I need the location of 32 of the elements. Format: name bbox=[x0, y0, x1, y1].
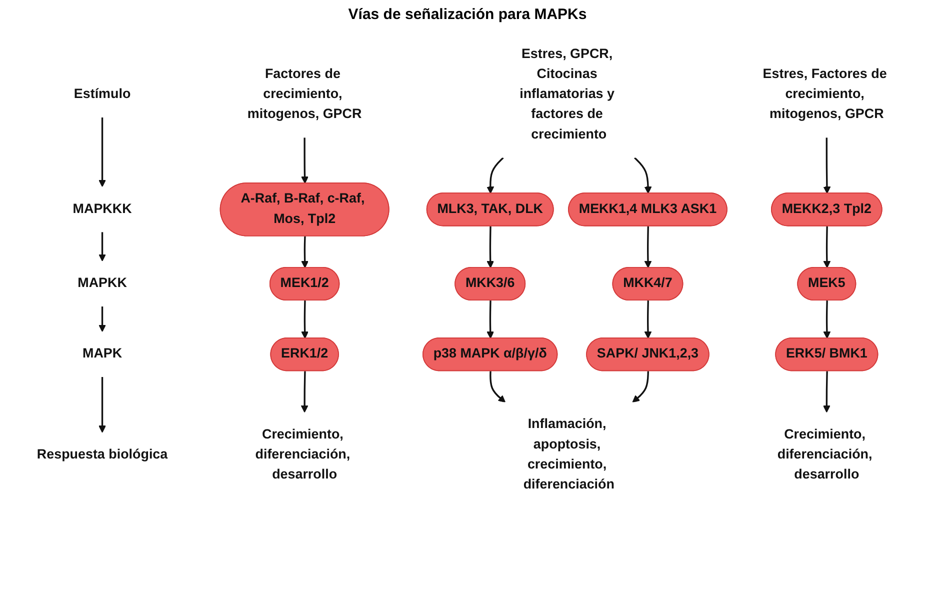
arrow bbox=[300, 371, 308, 413]
arrow bbox=[823, 226, 831, 268]
node-text: Estres, GPCR, Citocinas inflamatorias y factores de crecimiento bbox=[520, 46, 614, 142]
arrow bbox=[98, 377, 106, 433]
node-text: Estres, Factores de crecimiento, mitogenos, GPCR bbox=[762, 67, 887, 122]
arrow bbox=[486, 226, 494, 268]
node-text: Crecimiento, diferenciación, desarrollo bbox=[255, 427, 350, 482]
node-text: Factores de crecimiento, mitogenos, GPCR bbox=[247, 67, 362, 122]
arrow bbox=[490, 371, 506, 403]
arrow bbox=[823, 138, 831, 194]
node-text: MAPKKK bbox=[72, 202, 132, 216]
arrow bbox=[486, 157, 504, 194]
arrow bbox=[644, 300, 652, 339]
node-text: MAPKK bbox=[78, 276, 127, 290]
arrow bbox=[644, 226, 652, 268]
node-text: Crecimiento, diferenciación, desarrollo bbox=[777, 427, 872, 482]
diagram-title: Vías de señalización para MAPKs bbox=[348, 6, 587, 23]
arrow bbox=[632, 371, 649, 403]
arrow bbox=[98, 232, 106, 262]
arrow bbox=[486, 300, 494, 339]
node-text: Respuesta biológica bbox=[36, 448, 168, 462]
arrow bbox=[98, 117, 106, 188]
arrow bbox=[823, 300, 831, 339]
arrow bbox=[822, 371, 830, 413]
arrow bbox=[301, 138, 308, 184]
arrow bbox=[634, 157, 652, 194]
arrow bbox=[98, 306, 106, 332]
node-text: Inflamación, apoptosis, crecimiento, diferenciación bbox=[523, 417, 614, 492]
node-text: MAPK bbox=[82, 346, 122, 362]
arrow bbox=[301, 236, 309, 268]
arrow bbox=[301, 300, 309, 339]
node-text: Estímulo bbox=[74, 87, 131, 102]
